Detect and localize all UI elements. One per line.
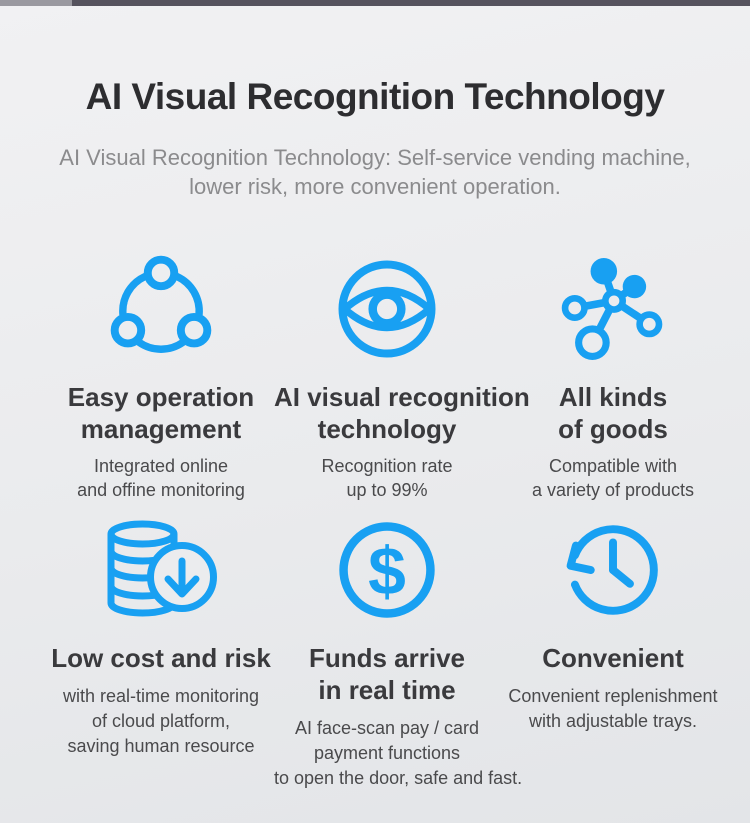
feature-description: Convenient replenishment with adjustable… [508,685,718,731]
top-bar [0,0,750,6]
feature-title: All kinds of goods [558,381,668,444]
page-title: AI Visual Recognition Technology [85,76,665,117]
eye-icon [274,253,500,365]
molecule-icon [500,253,726,365]
share-nodes-icon [48,253,274,365]
feature-all-kinds-of-goods: All kinds of goods Compatible with a var… [500,253,726,502]
feature-title: Easy operation management [67,381,255,444]
feature-convenient: Convenient Convenient replenishment with… [500,514,726,791]
feature-description: Integrated online and offine monitoring [77,455,245,500]
feature-funds-arrive-in-real-time: $ Funds arrive in real time AI face-scan… [274,514,523,791]
coins-download-icon [48,514,274,626]
feature-low-cost-and-risk: Low cost and risk with real-time monitor… [48,514,274,791]
history-clock-icon [500,514,726,626]
page-subtitle: AI Visual Recognition Technology: Self-s… [59,144,691,199]
feature-description: Recognition rate up to 99% [321,455,453,500]
feature-easy-operation-management: Easy operation management Integrated onl… [48,253,274,502]
feature-title: Low cost and risk [51,642,271,673]
feature-description: AI face-scan pay / card payment function… [274,717,523,788]
features-row-1: Easy operation management Integrated onl… [0,253,750,502]
dollar-sign: $ [368,534,406,609]
feature-description: with real-time monitoring of cloud platf… [62,685,260,756]
features-row-2: Low cost and risk with real-time monitor… [0,514,750,791]
feature-title: AI visual recognition technology [274,381,530,444]
feature-description: Compatible with a variety of products [531,455,695,500]
feature-title: Funds arrive in real time [308,642,466,705]
top-bar-light-segment [0,0,72,6]
dollar-circle-icon: $ [274,514,500,626]
feature-ai-visual-recognition: AI visual recognition technology Recogni… [274,253,530,502]
feature-title: Convenient [542,642,684,673]
